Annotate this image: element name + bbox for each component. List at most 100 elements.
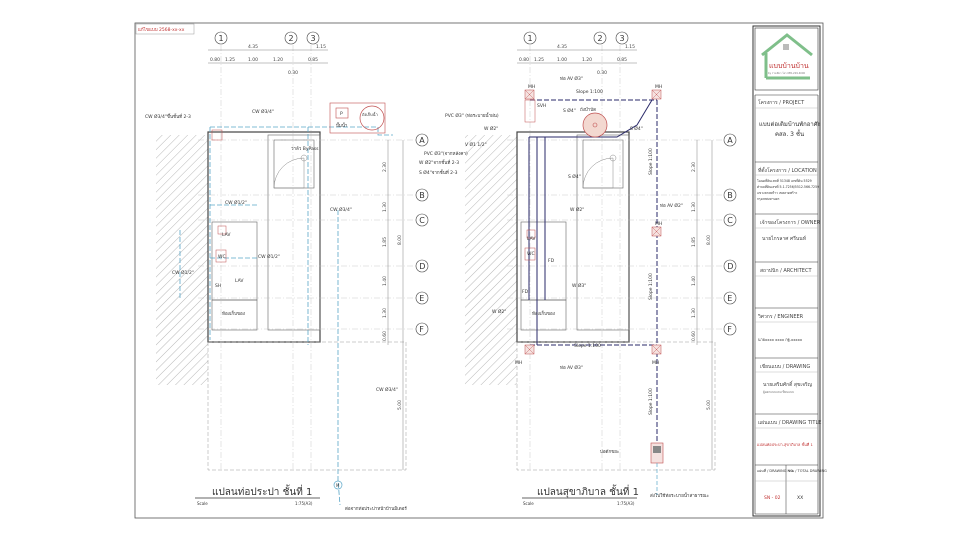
dimension-text: 4.35 — [248, 44, 258, 50]
grid-label: 1 — [219, 34, 224, 43]
fixture-label: LAV — [527, 236, 536, 242]
manhole-cross — [651, 226, 662, 237]
label: ถังเก็บน้ำ — [362, 110, 378, 117]
label: Slope 1:100 — [648, 388, 654, 415]
grease-trap-grate — [653, 446, 661, 453]
scale-label: Scale — [197, 501, 208, 506]
owner-name: นายไกรลาศ ศรีนนท์ — [762, 235, 806, 242]
drawer-name: นายเสริมศักดิ์ สุขเจริญ — [763, 380, 812, 388]
water-pipe — [210, 126, 393, 136]
grid-label: A — [419, 136, 425, 145]
label: W Ø2" — [484, 125, 498, 132]
label: MH — [528, 84, 535, 90]
grid-bubble — [284, 31, 298, 45]
logo: แบบบ้านบ้าน by รายเดียว โทร 085-229-4000 — [761, 33, 813, 80]
pump-tank-detail: P ปั๊มน้ำ ถังเก็บน้ำ — [329, 102, 386, 134]
sanitary-pipe — [529, 99, 653, 138]
label: บ่อดักขยะ — [600, 449, 619, 455]
dimension-text: 4.35 — [557, 44, 567, 50]
label: MH — [655, 221, 662, 227]
location-line: โฉนดที่ดินเลขที่ 51348 เลขที่ดิน 5529 — [757, 178, 812, 183]
septic-tank-icon — [582, 112, 608, 138]
label: CW Ø3/4" — [376, 386, 398, 393]
dimension-text: 1.40 — [382, 276, 388, 286]
label: S Ø4" — [563, 107, 576, 114]
lavatory-icon — [217, 225, 227, 235]
label: PVC Ø3" (ท่อระบายน้ำฝน) — [445, 112, 499, 119]
grid-label: A — [727, 136, 733, 145]
engineer-label: วิศวกร / ENGINEER — [758, 313, 804, 320]
grid-bubble — [415, 133, 429, 147]
stair-center — [300, 154, 308, 162]
scale-label: Scale — [523, 501, 534, 506]
grid-bubble — [593, 31, 607, 45]
left-plan-labels: CW Ø3/4"ขึ้นชั้นที่ 2-3 CW Ø3/4" วาล์ว B… — [145, 102, 407, 512]
dimension-text: 1.20 — [582, 57, 592, 63]
label: CW Ø3/4"ขึ้นชั้นที่ 2-3 — [145, 113, 191, 120]
grid-bubble — [723, 213, 737, 227]
label: ท่อ AV Ø2" — [660, 202, 683, 209]
dimension-text: 1.40 — [691, 276, 697, 286]
fixture-label: WC — [527, 251, 535, 257]
dimension-text: 0.30 — [597, 70, 607, 76]
grid-bubble — [415, 291, 429, 305]
front-yard-outline — [516, 341, 716, 471]
grid-bubble — [723, 188, 737, 202]
revision-note: แก้ไขแบบ 2568-xx-xx — [135, 23, 195, 35]
dimension-text: 0.80 — [519, 57, 529, 63]
grid-label: F — [727, 325, 732, 334]
label: MH — [652, 360, 659, 366]
spiral-stair — [273, 157, 305, 189]
adjacent-building-hatch — [465, 135, 517, 385]
toilet-icon — [215, 249, 227, 263]
grid-label: B — [727, 191, 733, 200]
architect-label: สถาปนิก / ARCHITECT — [760, 267, 812, 274]
grid-label: 3 — [620, 34, 625, 43]
dimension-text: 1.30 — [382, 308, 388, 318]
revision-text: แก้ไขแบบ 2568-xx-xx — [138, 27, 185, 33]
engineer-name: นายxxxx xxxx กฐ.xxxxx — [758, 337, 803, 342]
dimension-text: 0.30 — [288, 70, 298, 76]
dimension-text: 1.30 — [382, 202, 388, 212]
label: W Ø2" — [492, 308, 506, 315]
label: CW Ø1/2" — [225, 199, 247, 206]
pump-symbol: P — [340, 111, 343, 117]
label: CW Ø1/2" — [172, 269, 194, 276]
spiral-stair — [582, 157, 614, 189]
plan-title: แปลนสุขาภิบาล ชั้นที่ 1 — [537, 484, 639, 498]
dimension-text: 8.00 — [706, 235, 712, 245]
right-plan-labels: ท่อ AV Ø3" Slope 1:100 MH MH MH MH MH SV… — [419, 75, 709, 506]
label: V Ø1 1/2" — [465, 141, 487, 148]
dimension-text: 1.25 — [534, 57, 544, 63]
fixture-label: WC — [218, 254, 226, 260]
valve-icon — [211, 129, 223, 141]
drawer-role: ผู้ออกแบบและเขียนแบบ — [763, 390, 794, 394]
grid-label: 2 — [289, 34, 294, 43]
fixture-label: FD — [522, 289, 529, 295]
label: Slope 1:100 — [574, 343, 601, 349]
plan-title: แปลนท่อประปา ชั้นที่ 1 — [212, 484, 312, 498]
meter-symbol: M — [333, 480, 343, 490]
grid-bubble — [523, 31, 537, 45]
label: ส่งไปใช้ท่อระบายน้ำสาธารณะ — [650, 492, 709, 499]
grid-label: 1 — [528, 34, 533, 43]
dimension-text: 1.30 — [691, 202, 697, 212]
label: ท่อ AV Ø3" — [560, 364, 583, 371]
dimension-text: 5.00 — [397, 400, 403, 410]
front-yard-outline — [207, 341, 407, 471]
project-name: แบบต่อเติมบ้านพักอาศัย — [759, 121, 821, 128]
grid-bubble — [306, 31, 320, 45]
fixture-label: FD — [548, 258, 555, 264]
label: W Ø3" — [572, 282, 586, 289]
project-label: โครงการ / PROJECT — [758, 99, 805, 106]
label: Slope 1:100 — [576, 89, 603, 95]
adjacent-building-hatch — [156, 135, 208, 385]
dimension-text: 1.85 — [691, 237, 697, 247]
title-block: แบบบ้านบ้าน by รายเดียว โทร 085-229-4000… — [752, 25, 827, 517]
grid-bubble — [415, 213, 429, 227]
label: W Ø2"จากชั้นที่ 2-3 — [419, 159, 459, 166]
dimension-text: 8.00 — [397, 235, 403, 245]
septic-tank-center — [592, 122, 598, 128]
